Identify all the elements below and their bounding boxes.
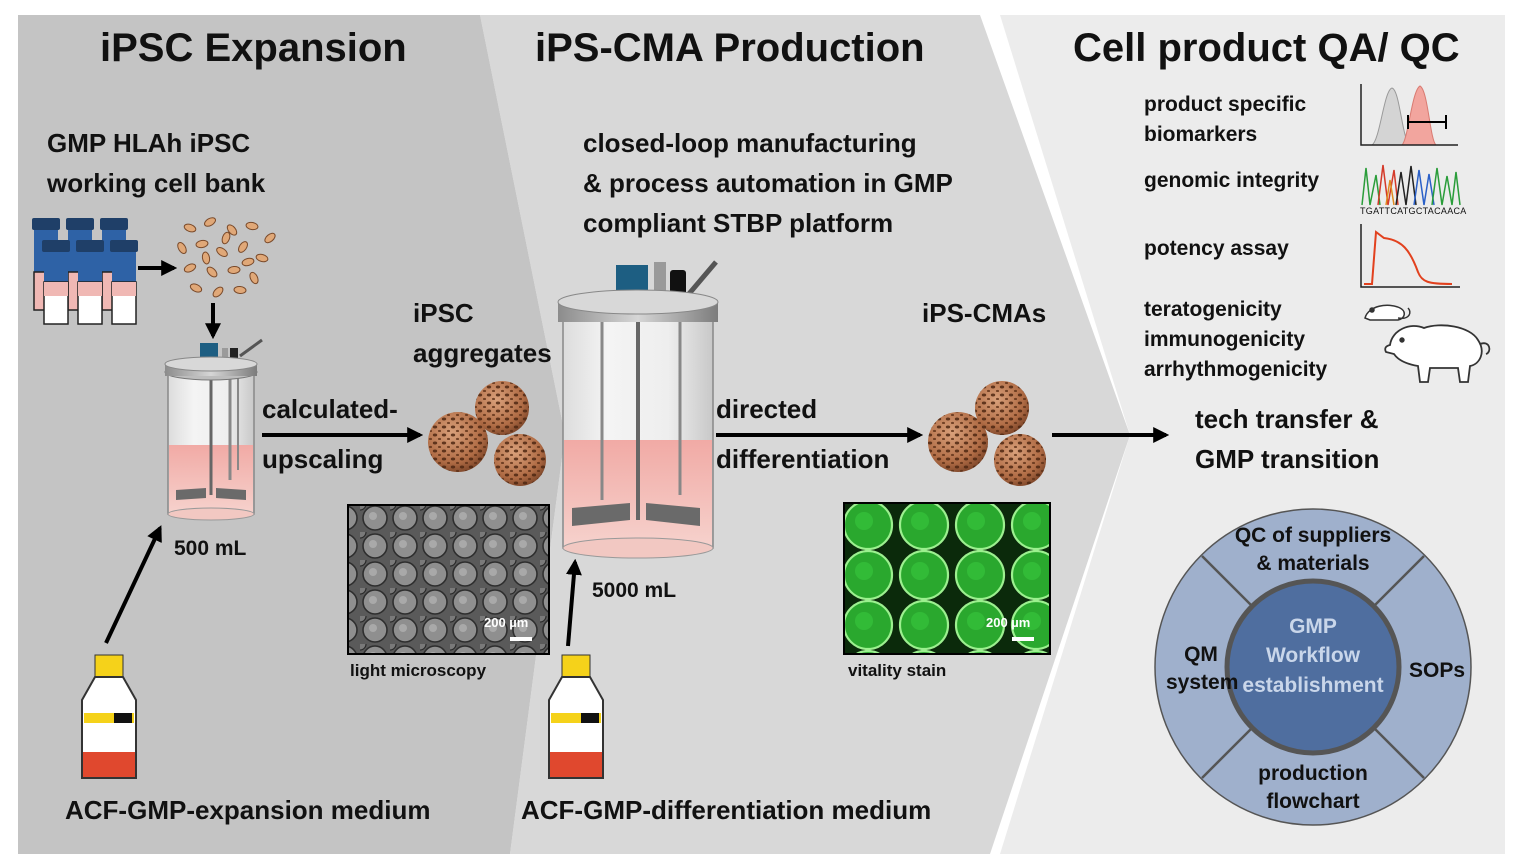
assay-potency: potency assay bbox=[1144, 237, 1289, 260]
light-microscopy-image bbox=[347, 504, 550, 655]
differentiation-label-line2: differentiation bbox=[716, 444, 890, 474]
sequencing-chromatogram-icon bbox=[1361, 164, 1461, 206]
workflow-left-segment: QM system bbox=[1166, 641, 1239, 698]
assay-immunogenicity: immunogenicity bbox=[1144, 328, 1306, 351]
workflow-right-segment: SOPs bbox=[1408, 659, 1466, 682]
workflow-left-line1: QM bbox=[1184, 643, 1218, 666]
differentiation-medium-label: ACF-GMP-differentiation medium bbox=[521, 795, 932, 825]
pig-icon bbox=[1384, 324, 1491, 383]
action-potential-icon bbox=[1360, 224, 1460, 288]
workflow-center-line2: Workflow bbox=[1265, 644, 1361, 668]
bioreactor-500ml-icon bbox=[164, 338, 263, 521]
platform-label-line1: closed-loop manufacturing bbox=[583, 128, 917, 158]
ipsc-aggregates-label-line1: iPSC bbox=[413, 298, 474, 328]
light-microscopy-caption: light microscopy bbox=[350, 661, 487, 680]
scalebar-label-lm: 200 µm bbox=[484, 615, 529, 630]
assay-arrhythmogenicity: arrhythmogenicity bbox=[1144, 358, 1328, 381]
ipsc-aggregates-label-line2: aggregates bbox=[413, 338, 552, 368]
ips-cmas-label: iPS-CMAs bbox=[922, 298, 1047, 328]
mouse-icon bbox=[1364, 304, 1411, 321]
workflow-top-line1: QC of suppliers bbox=[1234, 524, 1392, 547]
upscaling-label-line1: calculated- bbox=[262, 394, 398, 424]
assay-biomarkers-line2: biomarkers bbox=[1144, 123, 1258, 146]
differentiation-medium-bottle-icon bbox=[548, 654, 604, 779]
workflow-center-line3: establishment bbox=[1242, 673, 1384, 697]
workflow-center: GMP Workflow establishment bbox=[1233, 612, 1393, 700]
workflow-bottom-line1: production bbox=[1258, 762, 1368, 785]
volume-5000-label: 5000 mL bbox=[592, 579, 677, 602]
transfer-label-line1: tech transfer & bbox=[1195, 404, 1379, 434]
workflow-bottom-segment: production flowchart bbox=[1213, 760, 1413, 817]
vitality-stain-image bbox=[843, 502, 1051, 655]
process-arrows bbox=[104, 260, 1170, 647]
workflow-left-line2: system bbox=[1166, 671, 1239, 695]
assay-teratogenicity: teratogenicity bbox=[1144, 298, 1282, 321]
production-title: iPS-CMA Production bbox=[535, 26, 925, 70]
platform-label-line3: compliant STBP platform bbox=[583, 208, 894, 238]
differentiation-label-line1: directed bbox=[716, 394, 818, 424]
assay-biomarkers-line1: product specific bbox=[1144, 93, 1307, 116]
volume-500-label: 500 mL bbox=[174, 537, 247, 560]
qaqc-title: Cell product QA/ QC bbox=[1073, 26, 1460, 70]
workflow-bottom-line2: flowchart bbox=[1266, 790, 1360, 814]
vitality-stain-caption: vitality stain bbox=[848, 661, 947, 680]
transfer-label-line2: GMP transition bbox=[1195, 444, 1380, 474]
expansion-medium-label: ACF-GMP-expansion medium bbox=[65, 795, 431, 825]
single-cells-icon bbox=[177, 217, 276, 298]
workflow-center-line1: GMP bbox=[1289, 615, 1337, 638]
workflow-top-segment: QC of suppliers & materials bbox=[1213, 522, 1413, 579]
assay-genomic-integrity: genomic integrity bbox=[1144, 169, 1320, 192]
platform-label-line2: & process automation in GMP bbox=[583, 168, 953, 198]
cryovial-icons bbox=[32, 218, 138, 325]
bioreactor-5000ml-icon bbox=[557, 260, 719, 559]
expansion-title: iPSC Expansion bbox=[100, 26, 407, 70]
cell-bank-label-line1: GMP HLAh iPSC bbox=[47, 128, 251, 158]
gmp-workflow-diagram bbox=[1154, 508, 1472, 826]
expansion-medium-bottle-icon bbox=[81, 654, 137, 779]
ips-cmas-icon bbox=[928, 381, 1046, 486]
ipsc-aggregates-icon bbox=[428, 381, 546, 486]
upscaling-label-line2: upscaling bbox=[262, 444, 384, 474]
flow-cytometry-histogram-icon bbox=[1360, 84, 1458, 146]
cell-bank-label-line2: working cell bank bbox=[47, 168, 266, 198]
workflow-top-line2: & materials bbox=[1256, 552, 1370, 576]
scalebar-label-vs: 200 µm bbox=[986, 615, 1031, 630]
sequence-label: TGATTCATGCTACAACA bbox=[1360, 206, 1467, 216]
